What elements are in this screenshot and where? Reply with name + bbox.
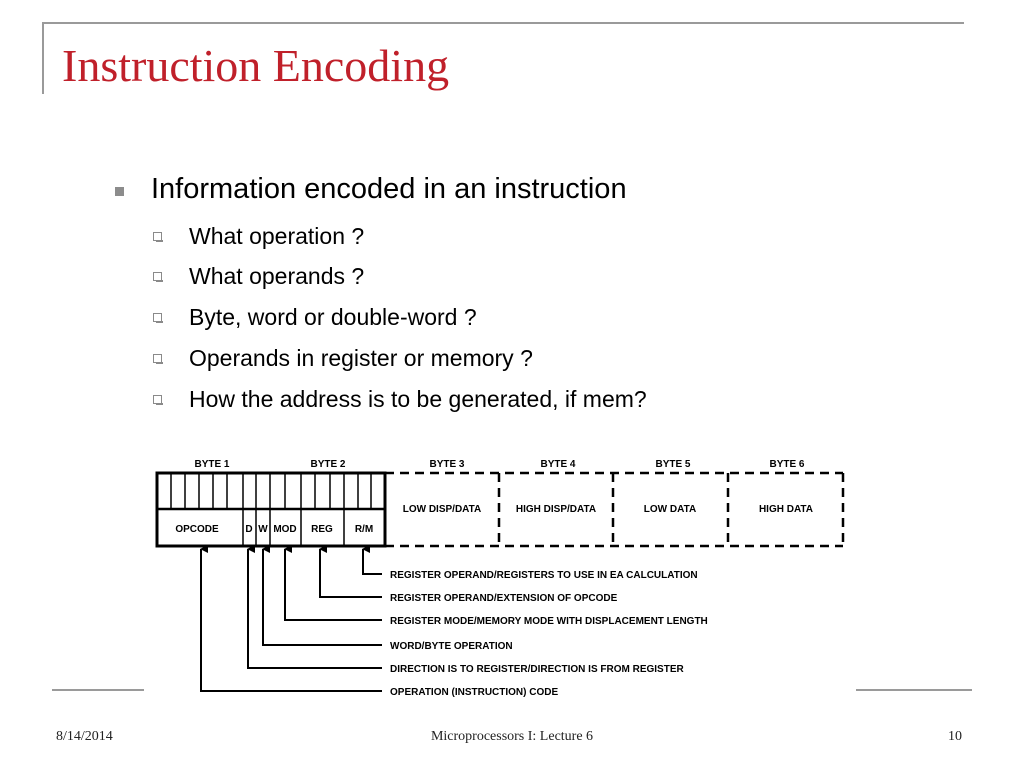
- field-mod: MOD: [273, 524, 296, 535]
- page-number: 10: [948, 729, 962, 744]
- byte-label: BYTE 6: [769, 459, 804, 470]
- field-rm: R/M: [355, 524, 373, 535]
- sub-bullet-text: How the address is to be generated, if m…: [189, 386, 647, 412]
- field-w: W: [258, 524, 268, 535]
- field-reg: REG: [311, 524, 333, 535]
- frame-top-rule: [42, 22, 964, 24]
- sub-bullet-text: What operands ?: [189, 263, 365, 289]
- box-bullet-icon: [153, 272, 163, 282]
- sub-bullet-text: What operation ?: [189, 223, 365, 249]
- description-d: DIRECTION IS TO REGISTER/DIRECTION IS FR…: [390, 664, 685, 675]
- byte-label: BYTE 5: [655, 459, 690, 470]
- byte-label: BYTE 2: [310, 459, 345, 470]
- instruction-format-diagram: BYTE 1 BYTE 2 BYTE 3 BYTE 4 BYTE 5 BYTE …: [155, 459, 845, 698]
- field-opcode: OPCODE: [175, 524, 219, 535]
- sub-bullet-text: Operands in register or memory ?: [189, 345, 533, 371]
- description-opcode: OPERATION (INSTRUCTION) CODE: [390, 687, 558, 698]
- footer-rule-left: [52, 689, 144, 691]
- sub-bullet: Operands in register or memory ?: [0, 340, 1024, 376]
- description-w: WORD/BYTE OPERATION: [390, 641, 513, 652]
- footer-rule-right: [856, 689, 972, 691]
- optional-bytes-box: [385, 471, 845, 548]
- description-rm: REGISTER OPERAND/REGISTERS TO USE IN EA …: [390, 570, 698, 581]
- sub-bullet: How the address is to be generated, if m…: [0, 381, 1024, 417]
- field-d: D: [245, 524, 252, 535]
- slide-title: Instruction Encoding: [62, 40, 450, 91]
- box-bullet-icon: [153, 232, 163, 242]
- byte-label: BYTE 3: [429, 459, 464, 470]
- byte-1-2-box: [155, 471, 387, 548]
- pointer-lines: [200, 545, 382, 692]
- field-low-disp-data: LOW DISP/DATA: [403, 504, 482, 515]
- frame-left-rule: [42, 22, 44, 94]
- bullet-list: Information encoded in an instruction Wh…: [0, 173, 1024, 417]
- footer-date: 8/14/2014: [56, 729, 113, 744]
- square-bullet-icon: [115, 187, 124, 196]
- footer-course: Microprocessors I: Lecture 6: [430, 729, 594, 744]
- sub-bullet-text: Byte, word or double-word ?: [189, 304, 477, 330]
- byte-label: BYTE 4: [540, 459, 575, 470]
- description-mod: REGISTER MODE/MEMORY MODE WITH DISPLACEM…: [390, 616, 708, 627]
- field-low-data: LOW DATA: [644, 504, 696, 515]
- box-bullet-icon: [153, 395, 163, 405]
- sub-bullet: What operation ?: [0, 218, 1024, 254]
- description-reg: REGISTER OPERAND/EXTENSION OF OPCODE: [390, 593, 618, 604]
- field-high-disp-data: HIGH DISP/DATA: [516, 504, 596, 515]
- sub-bullet: Byte, word or double-word ?: [0, 299, 1024, 335]
- box-bullet-icon: [153, 313, 163, 323]
- bullet-main: Information encoded in an instruction: [151, 173, 627, 205]
- sub-bullet: What operands ?: [0, 258, 1024, 294]
- box-bullet-icon: [153, 354, 163, 364]
- byte-label: BYTE 1: [194, 459, 229, 470]
- field-high-data: HIGH DATA: [759, 504, 813, 515]
